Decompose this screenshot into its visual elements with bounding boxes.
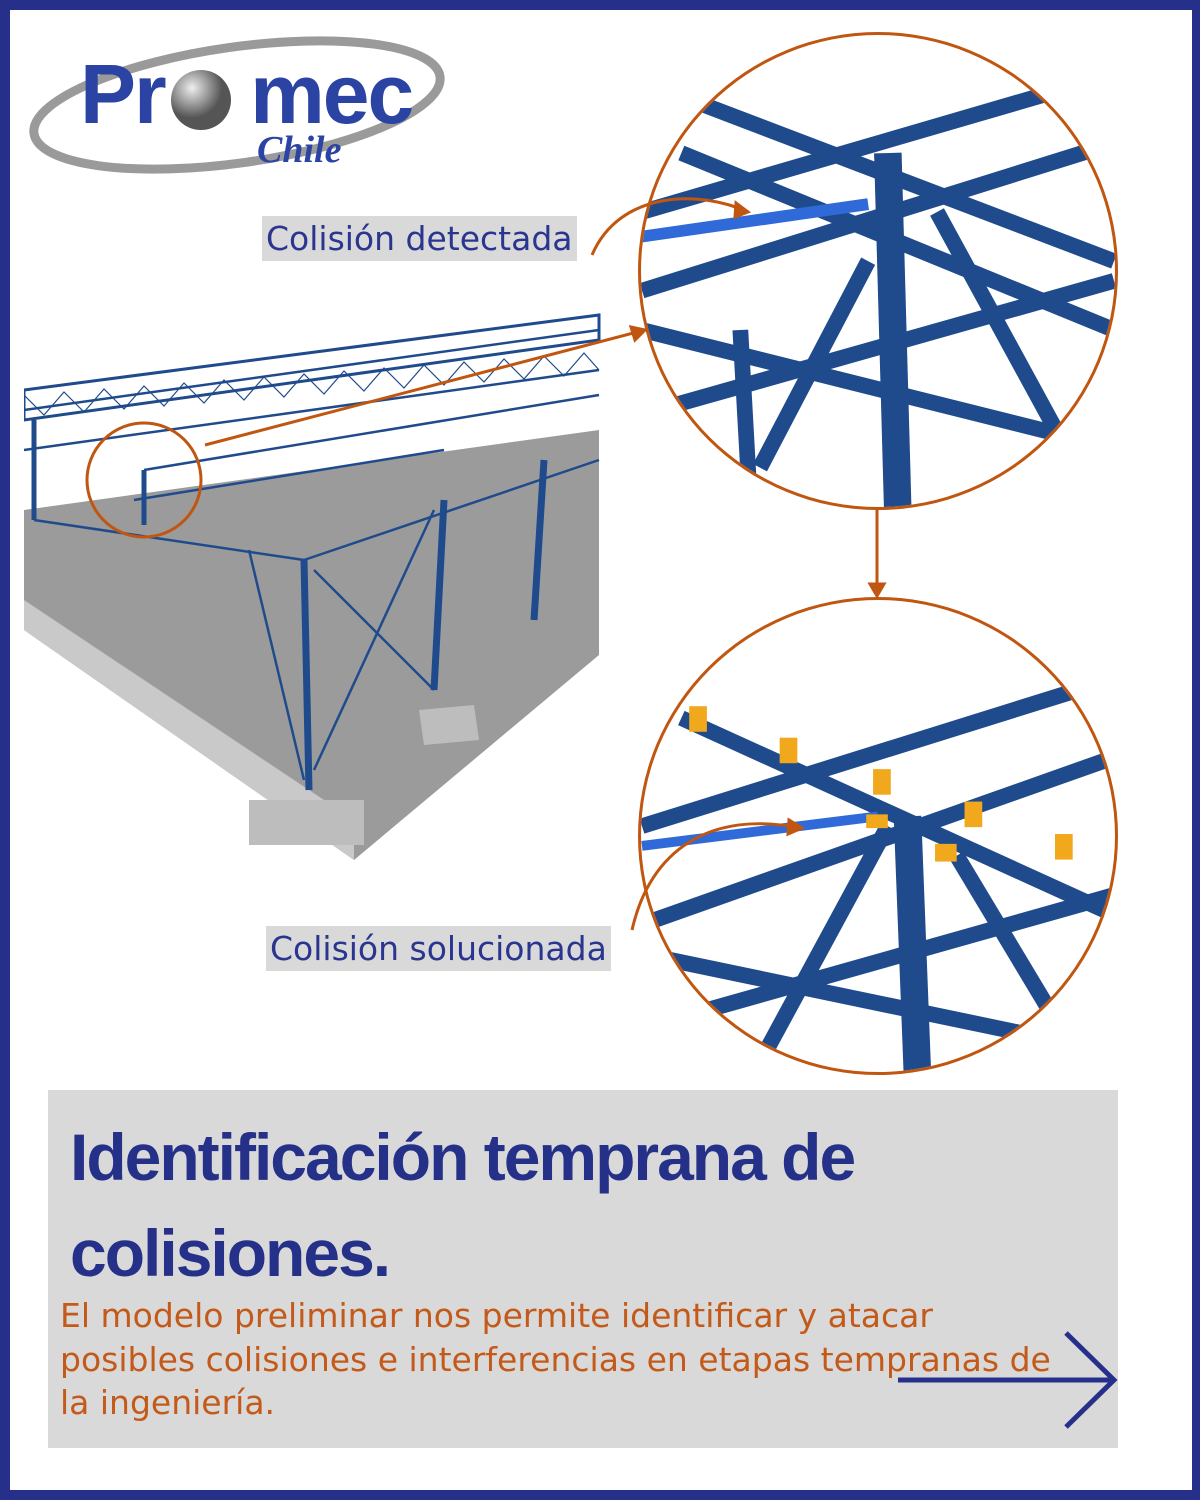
collision-detected-label: Colisión detectada xyxy=(262,216,577,262)
promec-chile-logo: Pr mec Chile xyxy=(25,30,455,180)
info-panel: Identificación temprana de colisiones. E… xyxy=(48,1090,1118,1448)
collision-solved-zoom xyxy=(638,597,1118,1075)
panel-body: El modelo preliminar nos permite identif… xyxy=(60,1296,1051,1423)
collision-detected-zoom xyxy=(638,32,1118,510)
logo-ellipse-icon xyxy=(29,36,445,174)
arrow-right-icon[interactable] xyxy=(896,1330,1121,1430)
panel-title: Identificación temprana de colisiones. xyxy=(70,1120,856,1290)
logo-subtitle: Chile xyxy=(257,129,342,171)
logo-wordmark: Pr mec xyxy=(80,47,414,141)
steel-structure-model xyxy=(22,300,604,870)
collision-solved-label: Colisión solucionada xyxy=(266,926,611,972)
